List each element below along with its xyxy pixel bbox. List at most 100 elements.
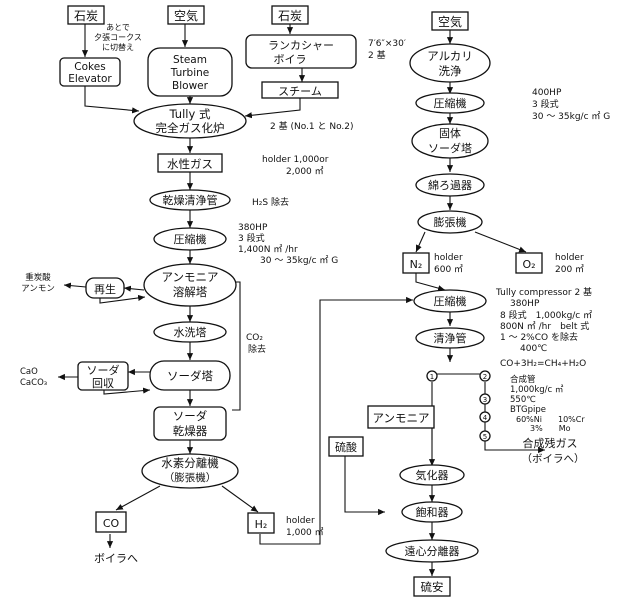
- svg-text:CO: CO: [103, 517, 120, 530]
- node-coal-1: 石炭: [67, 5, 105, 25]
- svg-text:アンモニア: アンモニア: [161, 270, 218, 284]
- tully-spec: 2 基 (No.1 と No.2): [270, 120, 354, 132]
- svg-text:水素分離機: 水素分離機: [161, 456, 219, 470]
- svg-text:30 ～ 35kg/c ㎡ G: 30 ～ 35kg/c ㎡ G: [260, 255, 338, 266]
- node-ammonia-box: アンモニア: [367, 405, 435, 429]
- synthesis-tube-4: 4: [479, 411, 491, 423]
- svg-text:200 ㎥: 200 ㎥: [555, 264, 584, 275]
- svg-text:holder: holder: [555, 253, 584, 263]
- svg-text:アンモニア: アンモニア: [372, 411, 429, 425]
- node-solid-soda-tower: 固体 ソーダ塔: [411, 123, 489, 159]
- svg-text:（ボイラへ）: （ボイラへ）: [522, 453, 585, 465]
- node-air-2: 空気: [431, 11, 469, 31]
- synthesis-tube-2: 2: [479, 370, 491, 382]
- svg-text:1,000kg/c ㎡: 1,000kg/c ㎡: [510, 385, 564, 395]
- svg-text:ボイラ: ボイラ: [274, 53, 307, 66]
- synthesis-tube-spec: 合成管 1,000kg/c ㎡ 550℃ BTGpipe 60%Ni 10%Cr…: [510, 374, 585, 433]
- svg-text:スチーム: スチーム: [278, 85, 322, 98]
- node-ammonium-sulfate: 硫安: [413, 576, 451, 597]
- svg-text:乾燥清浄管: 乾燥清浄管: [163, 193, 218, 207]
- node-regeneration: 再生: [85, 277, 125, 299]
- svg-text:holder 1,000or: holder 1,000or: [262, 155, 329, 165]
- svg-text:水性ガス: 水性ガス: [167, 157, 213, 171]
- svg-text:H₂: H₂: [255, 518, 268, 531]
- node-compressor-3: 圧縮機: [413, 289, 487, 313]
- compressor-1-spec: 380HP 3 段式 1,400N ㎥ /hr 30 ～ 35kg/c ㎡ G: [238, 223, 338, 266]
- node-water-wash-tower: 水洗塔: [153, 321, 227, 343]
- cao-caco3-output: CaO CaCO₃: [20, 367, 47, 388]
- svg-text:除去: 除去: [248, 343, 266, 355]
- node-o2: O₂: [515, 252, 543, 274]
- synthesis-tube-3: 3: [479, 393, 491, 405]
- node-cleaning-tube: 清浄管: [415, 327, 485, 349]
- svg-text:Steam: Steam: [173, 54, 207, 66]
- svg-text:硫安: 硫安: [421, 580, 444, 594]
- node-steam: スチーム: [261, 81, 339, 99]
- node-steam-turbine-blower: Steam Turbine Blower: [147, 47, 233, 97]
- svg-text:CaCO₃: CaCO₃: [20, 378, 47, 388]
- node-cotton-filter: 綿ろ過器: [415, 173, 485, 197]
- svg-text:380HP: 380HP: [238, 223, 268, 233]
- svg-text:回収: 回収: [92, 377, 114, 390]
- svg-text:Blower: Blower: [172, 80, 209, 92]
- svg-text:1: 1: [430, 373, 434, 381]
- water-gas-holder: holder 1,000or 2,000 ㎥: [262, 155, 329, 177]
- n2-holder: holder 600 ㎥: [434, 253, 463, 275]
- h2-holder: holder 1,000 ㎥: [286, 516, 324, 538]
- svg-text:合成残ガス: 合成残ガス: [523, 436, 578, 450]
- svg-text:（膨張機）: （膨張機）: [164, 471, 217, 484]
- node-water-gas: 水性ガス: [157, 153, 223, 173]
- to-boiler-label: ボイラへ: [94, 552, 138, 565]
- svg-text:holder: holder: [286, 516, 315, 526]
- svg-text:2 基: 2 基: [368, 49, 386, 61]
- svg-text:400HP: 400HP: [532, 88, 562, 98]
- svg-text:圧縮機: 圧縮機: [174, 232, 207, 246]
- node-sulfuric-acid: 硫酸: [328, 436, 364, 457]
- svg-text:あとで: あとで: [106, 23, 130, 32]
- node-n2: N₂: [402, 252, 430, 274]
- svg-text:5: 5: [483, 433, 487, 441]
- svg-text:合成管: 合成管: [510, 374, 536, 385]
- svg-text:1,400N ㎥ /hr: 1,400N ㎥ /hr: [238, 244, 298, 255]
- svg-text:O₂: O₂: [522, 258, 535, 271]
- connector-lines: [58, 24, 545, 576]
- svg-text:再生: 再生: [94, 282, 116, 296]
- svg-text:3: 3: [483, 396, 487, 404]
- svg-text:アルカリ: アルカリ: [427, 49, 473, 63]
- residual-synthesis-gas: 合成残ガス （ボイラへ）: [522, 436, 585, 465]
- synthesis-tube-5: 5: [479, 430, 491, 442]
- svg-text:完全ガス化炉: 完全ガス化炉: [156, 121, 225, 135]
- node-compressor-2: 圧縮機: [415, 92, 485, 114]
- svg-text:800N ㎥ /hr belt 式: 800N ㎥ /hr belt 式: [500, 320, 589, 332]
- h2s-removal-note: H₂S 除去: [252, 196, 289, 208]
- boiler-spec: 7′6″×30′ 2 基: [368, 39, 406, 61]
- svg-text:600 ㎥: 600 ㎥: [434, 264, 463, 275]
- coke-switch-note: あとで 夕張コークス に切替え: [94, 23, 142, 52]
- svg-text:60%Ni 10%Cr: 60%Ni 10%Cr: [516, 415, 585, 424]
- svg-text:ソーダ: ソーダ: [173, 409, 208, 423]
- svg-text:ソーダ: ソーダ: [87, 363, 120, 377]
- svg-text:8 段式 1,000kg/c ㎡: 8 段式 1,000kg/c ㎡: [500, 309, 592, 321]
- svg-text:30 ～ 35kg/c ㎡ G: 30 ～ 35kg/c ㎡ G: [532, 111, 610, 122]
- node-compressor-1: 圧縮機: [153, 227, 227, 251]
- svg-text:Tully 式: Tully 式: [169, 107, 211, 121]
- node-hydrogen-separator: 水素分離機 （膨張機）: [141, 453, 239, 489]
- o2-holder: holder 200 ㎥: [555, 253, 584, 275]
- svg-text:400℃: 400℃: [520, 344, 547, 354]
- svg-text:清浄管: 清浄管: [434, 331, 467, 345]
- svg-text:乾燥器: 乾燥器: [173, 424, 208, 438]
- svg-text:気化器: 気化器: [416, 468, 449, 482]
- svg-text:Tully compressor 2 基: Tully compressor 2 基: [495, 286, 592, 298]
- node-lancashire-boiler: ランカシャー ボイラ: [245, 34, 357, 69]
- svg-text:Elevator: Elevator: [68, 73, 112, 85]
- heavy-carbonate-output: 重炭酸 アンモン: [21, 272, 55, 294]
- svg-text:硫酸: 硫酸: [335, 440, 357, 454]
- node-ammonia-dissolver: アンモニア 溶解塔: [143, 263, 237, 307]
- svg-text:1 ～ 2%CO を除去: 1 ～ 2%CO を除去: [500, 331, 578, 343]
- compressor-3-spec: Tully compressor 2 基 380HP 8 段式 1,000kg/…: [495, 286, 592, 354]
- svg-text:空気: 空気: [174, 8, 198, 23]
- node-air-1: 空気: [167, 5, 205, 25]
- svg-text:holder: holder: [434, 253, 463, 263]
- node-h2: H₂: [247, 512, 275, 534]
